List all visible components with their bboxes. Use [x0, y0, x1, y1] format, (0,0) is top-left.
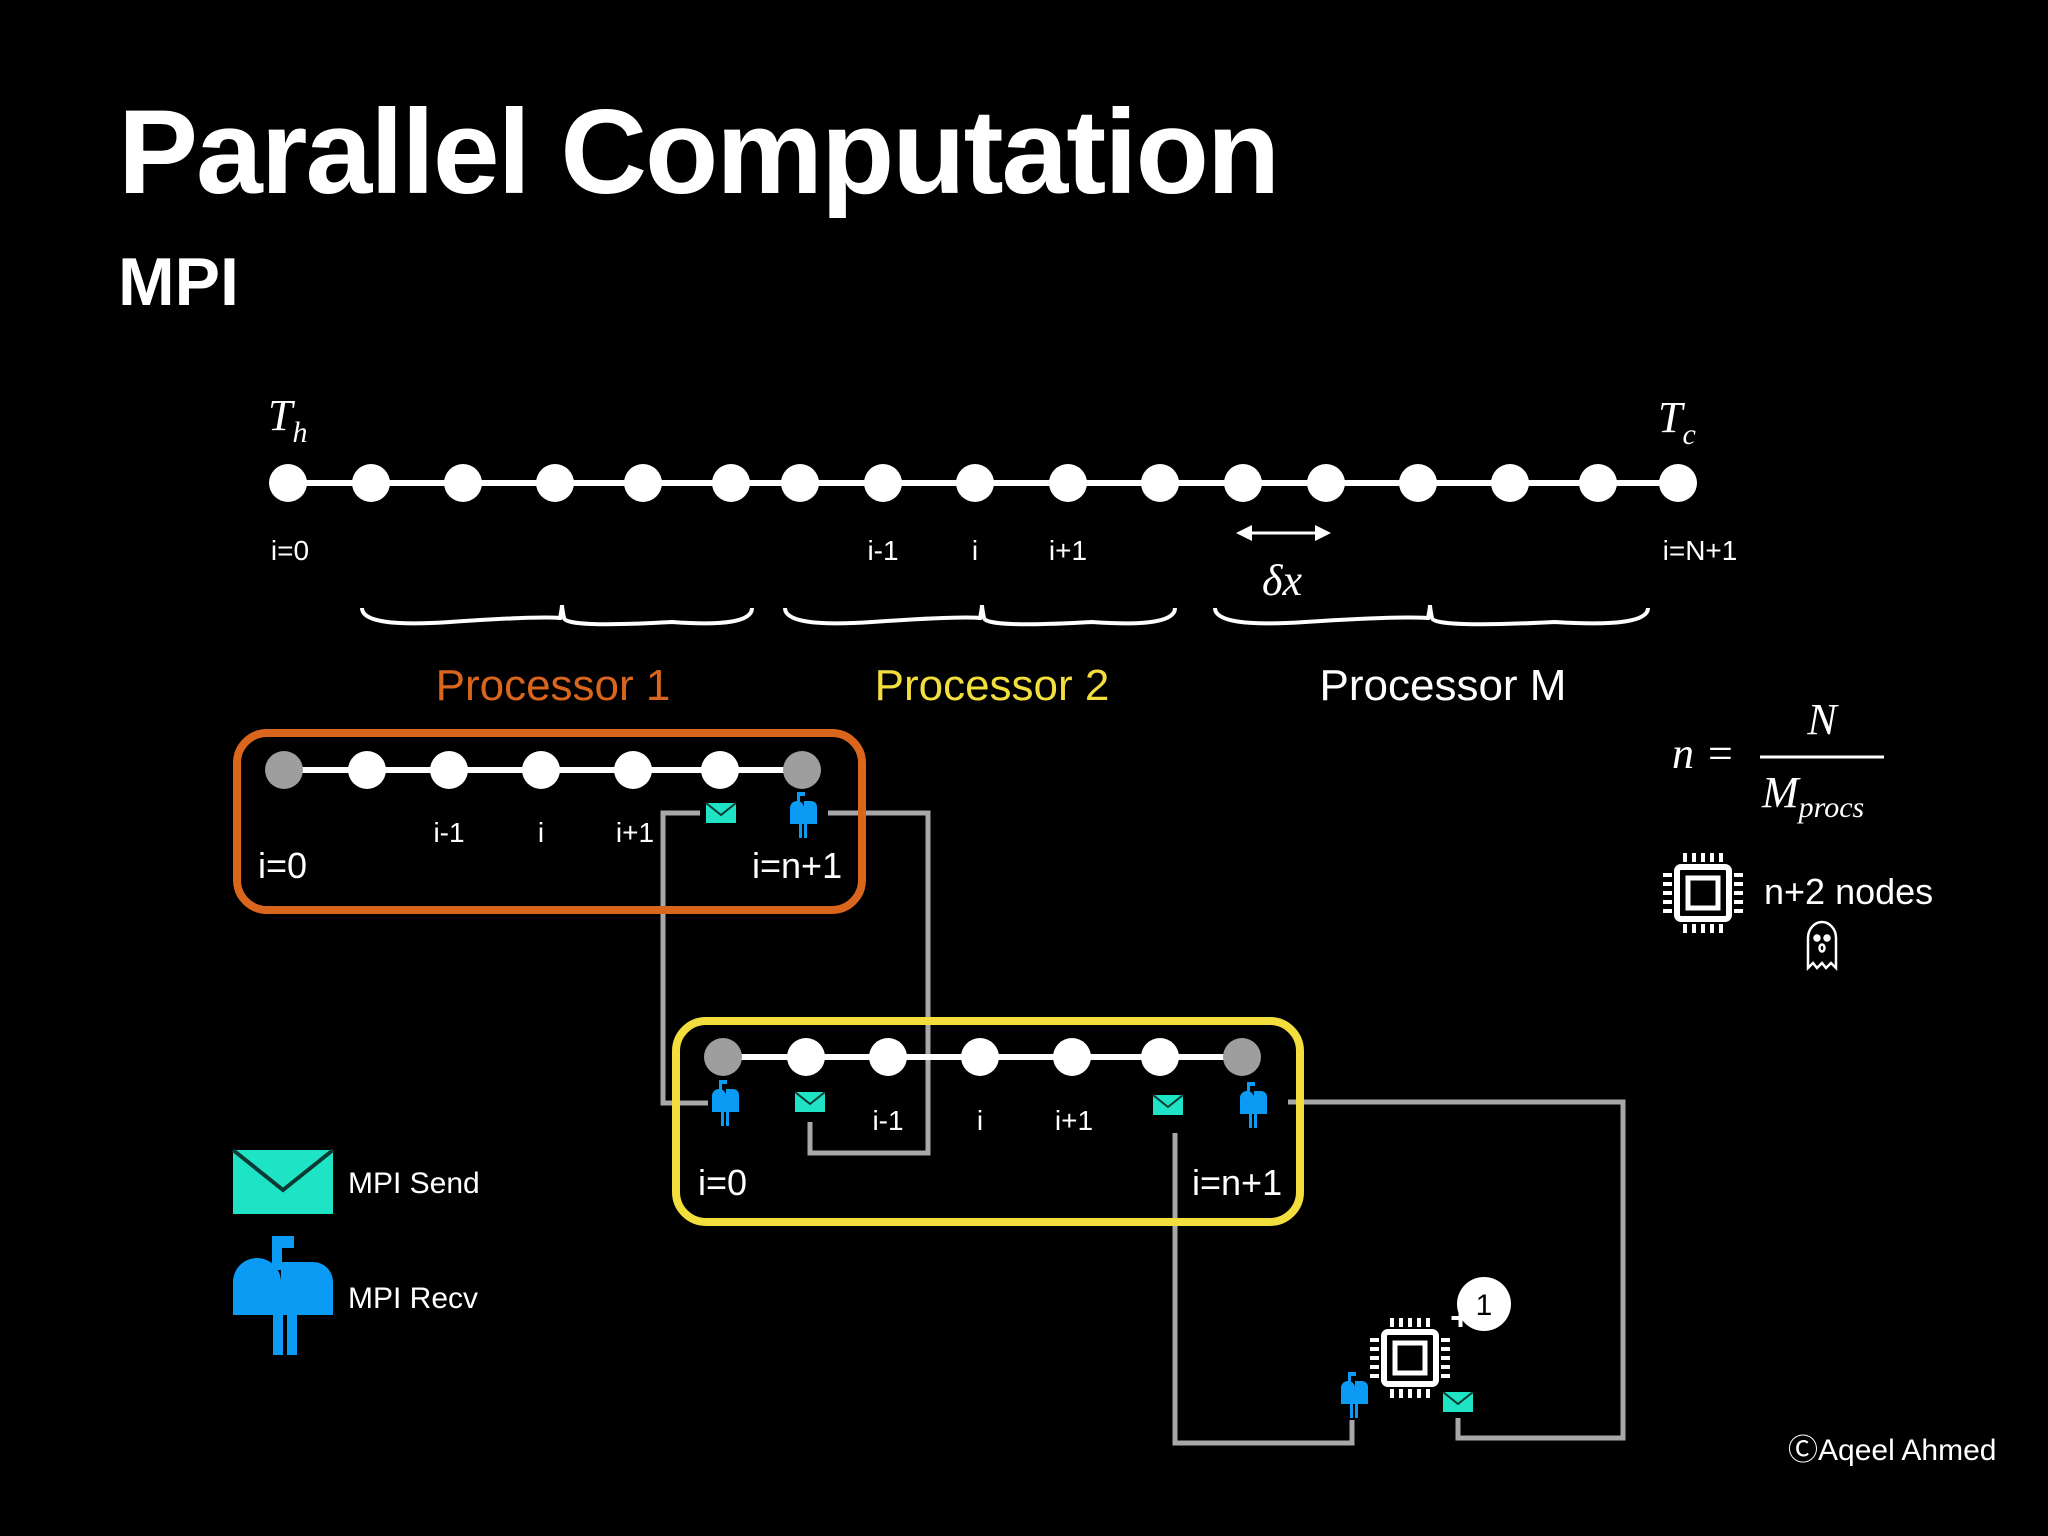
p2-send-icon-right [1152, 1094, 1184, 1116]
formula-numerator: N [1806, 695, 1839, 744]
global-grid-node [1224, 464, 1262, 502]
page-subtitle: MPI [118, 244, 239, 320]
page-title: Parallel Computation [118, 85, 1280, 219]
credit: ⒸAqeel Ahmed [1788, 1434, 1996, 1467]
global-grid-node [269, 464, 307, 502]
global-label-end: i=N+1 [1663, 535, 1738, 566]
p2-recv-icon-right [1240, 1082, 1267, 1128]
global-label-i0: i=0 [271, 535, 309, 566]
p1-send-icon [705, 802, 737, 824]
brace-processor-2 [783, 604, 1177, 627]
global-grid-node [712, 464, 750, 502]
tc-label: Tc [1658, 393, 1696, 451]
p2-send-icon-left [794, 1091, 826, 1113]
p2-node [869, 1038, 907, 1076]
extra-recv-icon [1341, 1372, 1368, 1418]
extra-badge-number: 1 [1476, 1289, 1493, 1322]
legend-send-label: MPI Send [348, 1167, 480, 1200]
global-grid-node [1307, 464, 1345, 502]
extra-chip-icon [1370, 1318, 1450, 1398]
global-grid-node [536, 464, 574, 502]
p2-node [1141, 1038, 1179, 1076]
global-label-ip1: i+1 [1049, 535, 1087, 566]
p1-label-end: i=n+1 [752, 845, 842, 886]
link-p2-send-to-extra [1172, 1133, 1355, 1446]
global-label-im1: i-1 [867, 535, 898, 566]
global-grid-node [624, 464, 662, 502]
formula-eq: = [1708, 729, 1733, 778]
global-grid-node [956, 464, 994, 502]
p1-ghost-node-right [783, 751, 821, 789]
p2-label-start: i=0 [698, 1162, 747, 1203]
link-p2-ghost-from-extra [1288, 1099, 1626, 1441]
brace-processor-1 [360, 604, 754, 627]
credit-name: Aqeel Ahmed [1818, 1434, 1996, 1467]
formula-lhs: n [1672, 729, 1694, 778]
dx-arrow [1236, 525, 1331, 541]
p2-label-ip1: i+1 [1055, 1105, 1093, 1136]
global-grid-node [1141, 464, 1179, 502]
extra-processor: + 1 [1341, 1277, 1511, 1418]
link-p1-ghost-from-p2-send [807, 810, 931, 1156]
extra-send-icon [1442, 1391, 1474, 1413]
p2-node [961, 1038, 999, 1076]
processor-braces [360, 604, 1650, 627]
global-grid-node [352, 464, 390, 502]
th-label: Th [268, 391, 307, 449]
global-grid-node [444, 464, 482, 502]
ghost-icon [1806, 920, 1838, 972]
p2-label-im1: i-1 [872, 1105, 903, 1136]
formula-denominator: Mprocs [1761, 768, 1864, 824]
global-grid-node [781, 464, 819, 502]
p2-node [787, 1038, 825, 1076]
processor-1-label: Processor 1 [436, 661, 671, 710]
p1-label-ip1: i+1 [616, 817, 654, 848]
p1-node [701, 751, 739, 789]
processor-1-box: i-1 i i+1 i=0 i=n+1 [233, 729, 866, 914]
global-grid-node [1049, 464, 1087, 502]
copyright-symbol: Ⓒ [1788, 1434, 1818, 1467]
legend-recv-label: MPI Recv [348, 1282, 478, 1315]
processor-2-label: Processor 2 [875, 661, 1110, 710]
global-grid-node [1399, 464, 1437, 502]
processor-m-label: Processor M [1320, 661, 1567, 710]
global-grid-node [1491, 464, 1529, 502]
p1-ghost-node-left [265, 751, 303, 789]
p2-label-i: i [977, 1105, 983, 1136]
global-grid-node [1659, 464, 1697, 502]
global-grid-node [1579, 464, 1617, 502]
p1-recv-icon [790, 792, 817, 838]
legend: MPI Send MPI Recv [231, 1148, 480, 1355]
global-grid-nodes [269, 464, 1697, 502]
p1-node [348, 751, 386, 789]
link-p1-send-to-p2-ghost [660, 810, 708, 1106]
p2-recv-icon-left [712, 1080, 739, 1126]
p2-label-end: i=n+1 [1192, 1162, 1282, 1203]
p1-label-im1: i-1 [433, 817, 464, 848]
p2-ghost-node-left [704, 1038, 742, 1076]
dx-label: δx [1262, 556, 1302, 605]
formula: n = N Mprocs [1672, 695, 1884, 824]
cpu-chip-icon [1663, 853, 1743, 933]
p1-node [614, 751, 652, 789]
legend-recv-icon [233, 1236, 333, 1355]
p1-label-i: i [538, 817, 544, 848]
extra-badge [1457, 1277, 1511, 1331]
mpi-links [660, 810, 1626, 1446]
legend-send-icon [231, 1148, 335, 1214]
p1-label-start: i=0 [258, 845, 307, 886]
p1-node [522, 751, 560, 789]
global-grid: Th Tc i=0 i-1 i i+1 i=N+1 δx [268, 391, 1737, 605]
brace-processor-m [1213, 604, 1650, 627]
p2-node [1053, 1038, 1091, 1076]
global-label-i: i [972, 535, 978, 566]
global-grid-node [864, 464, 902, 502]
p2-ghost-node-right [1223, 1038, 1261, 1076]
processor-2-box: i-1 i i+1 i=0 i=n+1 [672, 1017, 1304, 1226]
p1-node [430, 751, 468, 789]
nodes-note: n+2 nodes [1764, 871, 1933, 912]
